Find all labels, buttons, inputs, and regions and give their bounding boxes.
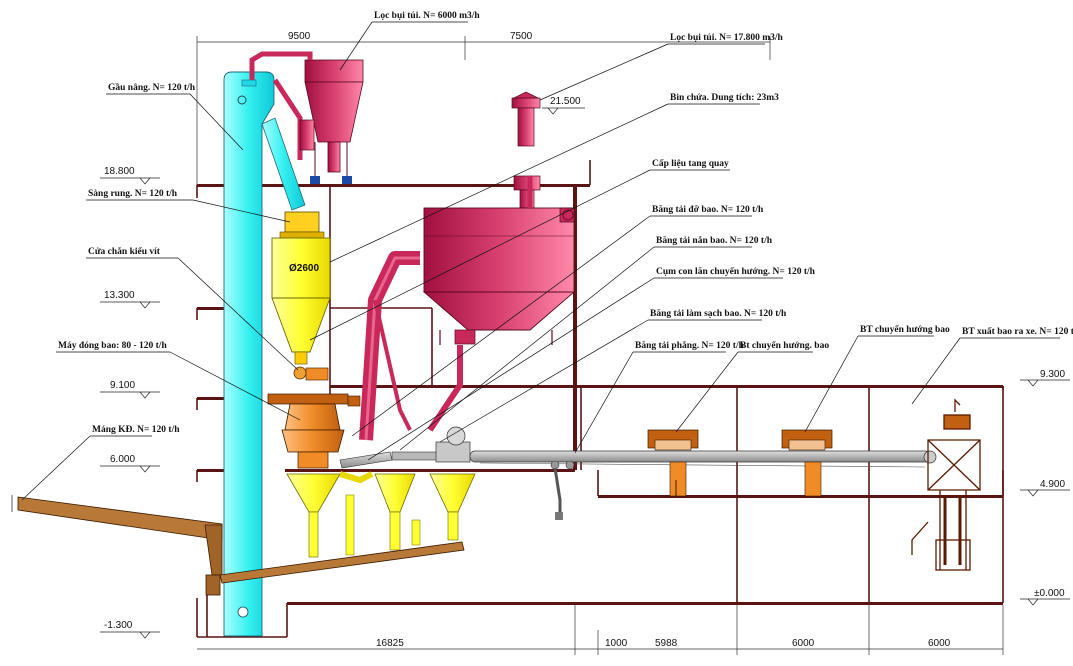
bag-turning-station-1 xyxy=(647,429,699,497)
label-storage-bin: Bin chứa. Dung tích: 23m3 xyxy=(670,93,779,103)
level-13300: 13.300 xyxy=(104,290,135,301)
packing-machine xyxy=(267,393,361,469)
label-flat-conveyor: Băng tải phẳng. N= 120 t/h xyxy=(635,340,745,351)
vibrating-chute xyxy=(11,495,223,596)
bucket-elevator xyxy=(223,71,306,637)
truck-loader xyxy=(911,398,981,571)
bag-turning-station-2 xyxy=(781,429,833,497)
dim-bottom-6000-a: 6000 xyxy=(792,638,815,649)
storage-bin xyxy=(359,176,576,441)
label-roller-turning-unit: Cụm con lăn chuyển hướng. N= 120 t/h xyxy=(656,266,816,277)
yellow-hopper xyxy=(271,237,331,365)
hopper-diameter-label: Ø2600 xyxy=(289,263,319,274)
label-vibrating-chute: Máng KĐ. N= 120 t/h xyxy=(92,425,180,435)
level-9100: 9.100 xyxy=(110,380,135,391)
level-minus-1300: -1.300 xyxy=(104,620,133,631)
label-baghouse-17800: Lọc bụi túi. N= 17.800 m3/h xyxy=(670,33,784,43)
dim-top-7500: 7500 xyxy=(510,31,533,42)
dim-bottom-1000: 1000 xyxy=(605,638,628,649)
screw-gate xyxy=(293,366,329,381)
label-screw-gate: Cửa chắn kiểu vít xyxy=(88,246,161,257)
label-bag-turning-2: BT chuyển hướng bao xyxy=(860,324,950,335)
conveyors xyxy=(339,426,937,520)
level-markers xyxy=(100,107,1070,639)
level-9300: 9.300 xyxy=(1040,369,1065,380)
label-packing-machine: Máy đóng bao: 80 - 120 t/h xyxy=(58,341,167,351)
dust-filter-small xyxy=(249,51,364,184)
spillage-hoppers xyxy=(219,471,476,584)
label-truck-loader: BT xuất bao ra xe. N= 120 t/h xyxy=(962,326,1073,337)
label-rotary-feeder: Cấp liệu tang quay xyxy=(652,158,729,169)
label-bucket-elevator: Gầu nâng. N= 120 t/h xyxy=(108,82,196,93)
label-baghouse-6000: Lọc bụi túi. N= 6000 m3/h xyxy=(374,11,480,21)
level-4900: 4.900 xyxy=(1040,479,1065,490)
label-bag-flattening-conveyor: Băng tải nắn bao. N= 120 t/h xyxy=(656,235,773,246)
label-bag-support-conveyor: Băng tải đỡ bao. N= 120 t/h xyxy=(652,205,764,215)
label-bag-cleaning-conveyor: Băng tải làm sạch bao. N= 120 t/h xyxy=(650,309,787,319)
level-18800: 18.800 xyxy=(104,166,135,177)
dim-top-9500: 9500 xyxy=(288,31,311,42)
label-bag-turning-1: Bt chuyển hướng. bao xyxy=(740,340,829,351)
level-21500: 21.500 xyxy=(550,96,581,107)
level-0000: ±0.000 xyxy=(1034,588,1065,599)
dim-bottom-6000-b: 6000 xyxy=(928,638,951,649)
vibrating-screen xyxy=(279,211,325,239)
leader-lines xyxy=(21,21,1060,501)
bottom-dimension-lines xyxy=(197,603,1004,655)
label-vibrating-screen: Sàng rung. N= 120 t/h xyxy=(88,189,178,199)
dim-bottom-16825: 16825 xyxy=(376,638,404,649)
dust-filter-large xyxy=(511,91,541,209)
top-dimension-lines xyxy=(196,36,771,185)
dim-bottom-5988: 5988 xyxy=(655,638,678,649)
level-6000: 6.000 xyxy=(110,454,135,465)
